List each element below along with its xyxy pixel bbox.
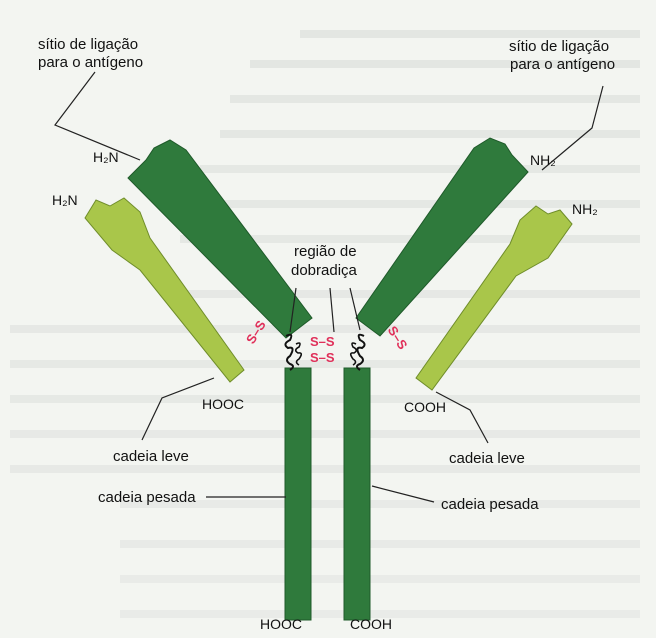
antigen-site-right-line1: sítio de ligação	[509, 38, 609, 55]
terminus-hooc-heavy: HOOC	[260, 616, 302, 632]
background-texture	[10, 30, 640, 618]
leader-heavy-right	[372, 486, 434, 502]
hinge-label-line2: dobradiça	[291, 262, 358, 279]
disulfide-bond-center-bottom: S–S	[310, 350, 335, 365]
leader-antigen-left	[55, 72, 140, 160]
heavy-chain-stem-right	[344, 368, 370, 620]
terminus-h2n-light: H₂N	[52, 192, 78, 208]
heavy-chain-left-label: cadeia pesada	[98, 489, 196, 506]
antigen-site-left-line1: sítio de ligação	[38, 36, 138, 53]
disulfide-bond-center-top: S–S	[310, 334, 335, 349]
hinge-label-line1: região de	[294, 243, 357, 260]
antigen-site-left-line2: para o antígeno	[38, 54, 143, 71]
terminus-cooh-light: COOH	[404, 399, 446, 415]
terminus-nh2-light: NH₂	[572, 201, 598, 217]
terminus-nh2-heavy: NH₂	[530, 152, 556, 168]
light-chain-left-label: cadeia leve	[113, 448, 189, 465]
terminus-h2n-heavy: H₂N	[93, 149, 119, 165]
antigen-site-right-line2: para o antígeno	[510, 56, 615, 73]
heavy-chain-stem-left	[285, 368, 311, 620]
light-chain-right-label: cadeia leve	[449, 450, 525, 467]
terminus-cooh-heavy: COOH	[350, 616, 392, 632]
heavy-chain-right-label: cadeia pesada	[441, 496, 539, 513]
terminus-hooc-light: HOOC	[202, 396, 244, 412]
